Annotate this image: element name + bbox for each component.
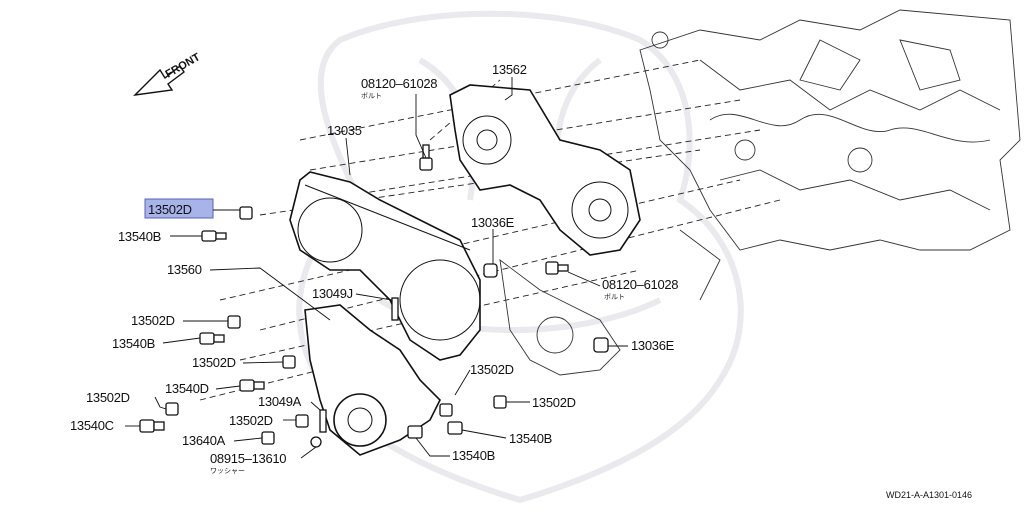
label-13035: 13035 <box>327 123 362 138</box>
front-label: FRONT <box>164 51 203 80</box>
bolt-13540c <box>139 419 165 433</box>
label-13560: 13560 <box>167 262 202 277</box>
label-13049j: 13049J <box>312 286 353 301</box>
label-13640a: 13640A <box>182 433 226 448</box>
bolt-08120-right <box>545 261 569 275</box>
stud-13049a <box>319 409 327 433</box>
highlight-box[interactable] <box>144 198 214 219</box>
label-13502d-highlighted: 13502D <box>148 202 192 217</box>
label-13562: 13562 <box>492 62 527 77</box>
nut-13502d-c <box>282 355 296 369</box>
label-13036e-upper: 13036E <box>471 215 515 230</box>
washer-08915 <box>310 436 322 448</box>
oil-pump-housing <box>499 258 621 376</box>
upper-timing-cover-13035 <box>289 171 481 361</box>
front-direction-arrow: FRONT <box>133 51 203 96</box>
leader-lines <box>125 77 628 459</box>
bolt-13540b-c <box>447 421 463 435</box>
bolt-13640a <box>261 431 275 445</box>
label-13540b-a: 13540B <box>118 229 161 244</box>
engine-block-outline <box>639 9 1021 301</box>
nut-13036e-lower <box>593 337 609 353</box>
label-13502d-e: 13502D <box>86 390 130 405</box>
nut-13502d-e <box>439 403 453 417</box>
label-13540b-d: 13540B <box>452 448 495 463</box>
label-13502d-f: 13502D <box>532 395 576 410</box>
label-13502d-g: 13502D <box>229 413 273 428</box>
label-13540b-b: 13540B <box>112 336 155 351</box>
nut-13502d-f <box>493 395 507 409</box>
figure-code: WD21-A-A1301-0146 <box>886 490 972 500</box>
bolt-13540d <box>239 379 265 392</box>
nut-13502d-highlighted <box>239 206 253 220</box>
label-13502d-b: 13502D <box>131 313 175 328</box>
note-washer: ワッシャー <box>210 467 245 475</box>
label-13036e-lower: 13036E <box>631 338 675 353</box>
nut-13036e-upper <box>483 263 498 278</box>
note-bolt-top: ボルト <box>361 92 382 100</box>
label-08915-13610: 08915–13610 <box>210 451 286 466</box>
label-13502d-c: 13502D <box>192 355 236 370</box>
label-13049a: 13049A <box>258 394 302 409</box>
note-bolt-right: ボルト <box>604 293 625 301</box>
label-13540d: 13540D <box>165 381 209 396</box>
label-08120-61028-top: 08120–61028 <box>361 76 437 91</box>
nut-13502d-d <box>165 402 179 416</box>
nut-13502d-b <box>227 315 241 329</box>
lower-timing-cover-13560 <box>304 304 441 456</box>
rear-timing-cover-13562 <box>449 84 641 256</box>
bolt-13540b-d <box>407 425 423 439</box>
bolt-13540b-a <box>201 230 227 242</box>
bolt-13540b-b <box>199 332 225 345</box>
label-08120-61028-right: 08120–61028 <box>602 277 678 292</box>
label-13540c: 13540C <box>70 418 114 433</box>
label-13540b-c: 13540B <box>509 431 552 446</box>
stud-13049j <box>391 297 399 321</box>
part-labels: 08120–61028 ボルト 13562 13035 13502D 13540… <box>70 62 679 475</box>
label-13502d-d: 13502D <box>470 362 514 377</box>
nut-13502d-g <box>295 414 309 428</box>
fasteners <box>139 144 609 448</box>
